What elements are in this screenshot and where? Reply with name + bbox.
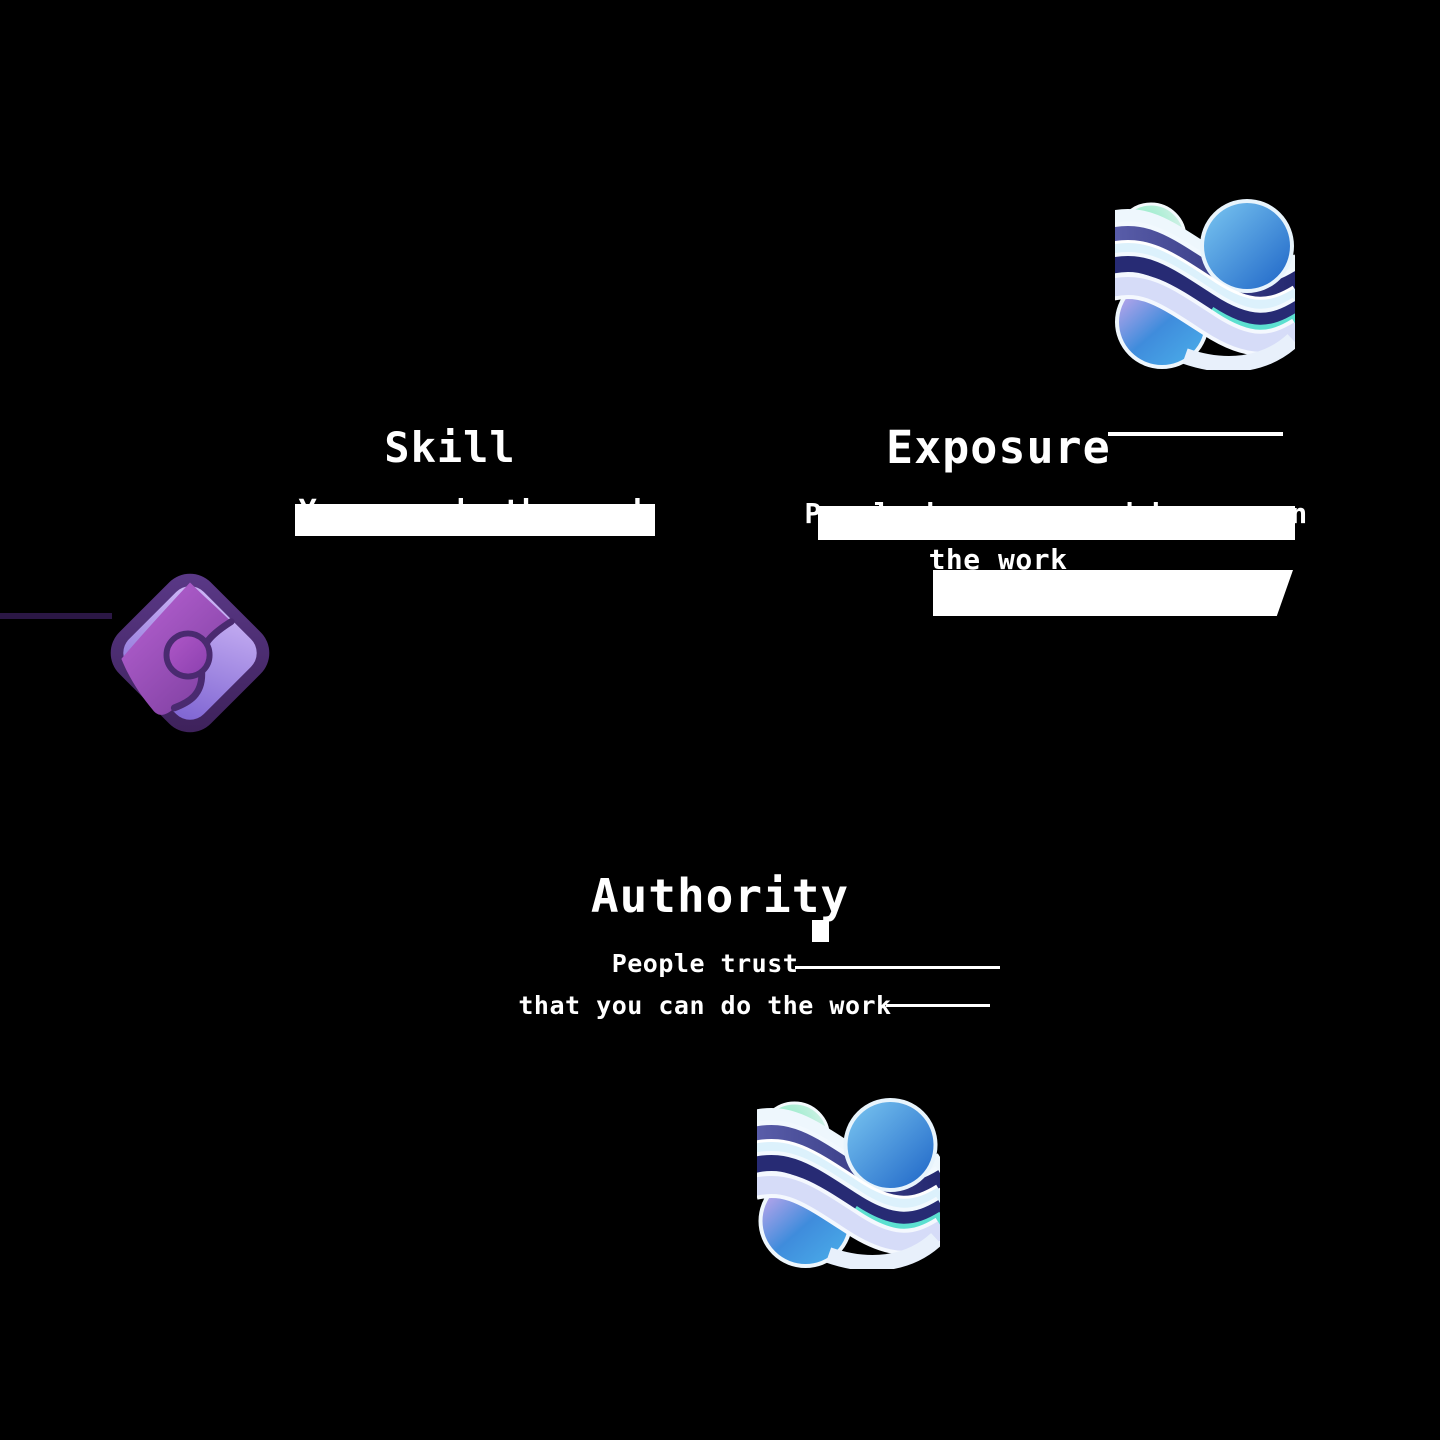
- purple-connector-line: [0, 613, 112, 619]
- authority-subtitle-line1: People trust: [611, 949, 799, 978]
- authority-line2-rule: [886, 1004, 990, 1007]
- purple-diamond-logo-svg: [110, 573, 270, 733]
- authority-line1-rule: [795, 966, 1000, 969]
- blue-wave-logo-svg: [1115, 199, 1295, 370]
- authority-glyph-artifact: [812, 920, 829, 942]
- authority-subtitle-line2: that you can do the work: [518, 991, 892, 1020]
- white-wedge-bar: [933, 570, 1293, 616]
- blue-wave-logo-bottom: [757, 1097, 940, 1269]
- blue-wave-logo-svg: [757, 1098, 940, 1269]
- blue-wave-logo-top: [1115, 198, 1295, 370]
- exposure-title: Exposure: [886, 421, 1111, 474]
- exposure-subtitle-occlusion-bar: [818, 506, 1295, 540]
- skill-subtitle-occlusion-bar: [295, 504, 655, 536]
- purple-diamond-logo: [92, 553, 288, 753]
- skill-title: Skill: [384, 423, 516, 472]
- authority-title: Authority: [590, 869, 850, 923]
- exposure-title-rule: [1108, 432, 1283, 436]
